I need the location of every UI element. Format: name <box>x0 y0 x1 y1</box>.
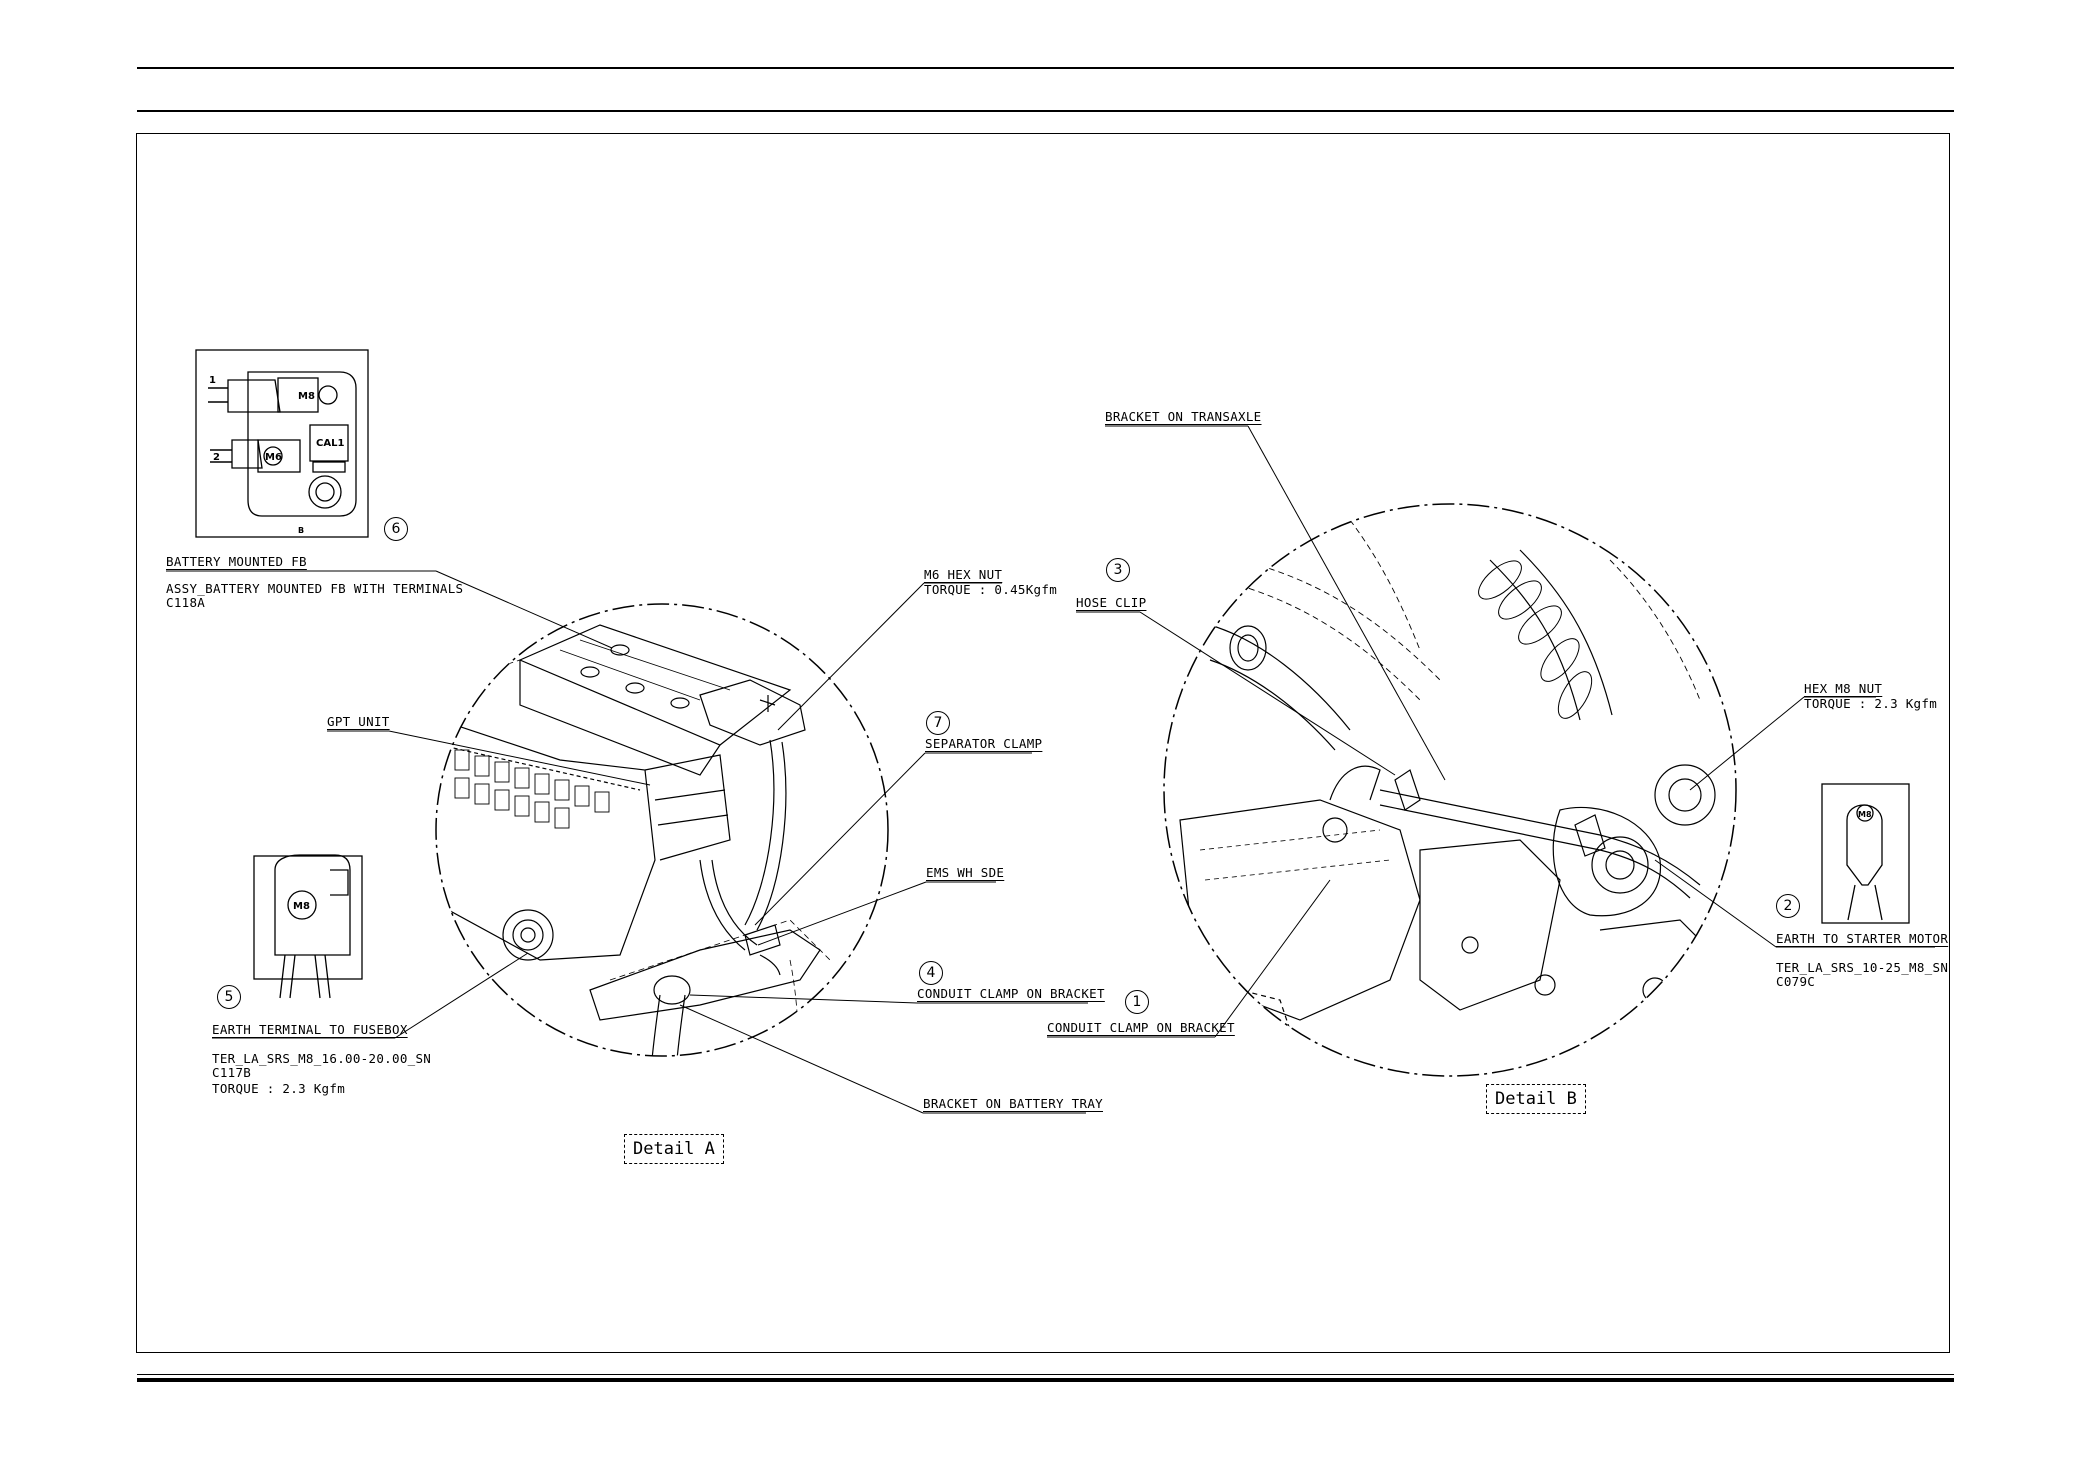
detail-b-artwork <box>1179 519 1721 1061</box>
ems-wh-label: EMS WH SDE <box>926 865 1005 880</box>
earth-fusebox-part: TER_LA_SRS_M8_16.00-20.00_SN <box>212 1051 432 1066</box>
detail-b-caption: Detail B <box>1486 1084 1586 1114</box>
leader-lines <box>166 425 1935 1114</box>
inset-earth-terminal-b <box>1821 783 1910 924</box>
bracket-tray-label: BRACKET ON BATTERY TRAY <box>923 1096 1103 1111</box>
callout-3-number: 3 <box>1106 558 1130 582</box>
fb-pin1-label: 1 <box>209 375 216 386</box>
battery-fb-code: C118A <box>166 595 206 610</box>
hex-nut-torque: TORQUE : 2.3 Kgfm <box>1804 696 1938 711</box>
earth-fusebox-code: C117B <box>212 1065 252 1080</box>
top-rule-2 <box>137 110 1954 112</box>
callout-2-number: 2 <box>1776 894 1800 918</box>
callout-1-number: 1 <box>1125 990 1149 1014</box>
conduit-clamp-b-label: CONDUIT CLAMP ON BRACKET <box>1047 1020 1235 1035</box>
battery-fb-desc: ASSY_BATTERY MOUNTED FB WITH TERMINALS <box>166 581 464 596</box>
fb-m8-label: M8 <box>298 391 315 402</box>
callout-4-number: 4 <box>919 961 943 985</box>
drawing-frame <box>136 133 1950 1353</box>
callout-7-number: 7 <box>926 711 950 735</box>
hex-nut-title: HEX M8 NUT <box>1804 681 1883 696</box>
inset-fuse-box <box>195 349 369 538</box>
bracket-transaxle-label: BRACKET ON TRANSAXLE <box>1105 409 1262 424</box>
fb-b-label: B <box>298 526 304 535</box>
detail-a-artwork <box>436 624 831 1056</box>
earth-fusebox-torque: TORQUE : 2.3 Kgfm <box>212 1081 346 1096</box>
detail-b-boundary <box>1163 503 1737 1077</box>
earth-fusebox-title: EARTH TERMINAL TO FUSEBOX <box>212 1022 408 1037</box>
fb-cal-label: CAL1 <box>316 438 344 449</box>
earth-b-m8-label: M8 <box>1858 810 1872 819</box>
battery-fb-title: BATTERY MOUNTED FB <box>166 554 307 569</box>
earth-starter-title: EARTH TO STARTER MOTOR <box>1776 931 1949 946</box>
m6-nut-torque: TORQUE : 0.45Kgfm <box>924 582 1058 597</box>
conduit-clamp-a-label: CONDUIT CLAMP ON BRACKET <box>917 986 1105 1001</box>
callout-6-number: 6 <box>384 517 408 541</box>
fb-m6-label: M6 <box>265 452 282 463</box>
bottom-rule-thin <box>137 1374 1954 1375</box>
bottom-rule-thick <box>137 1378 1954 1382</box>
m6-nut-title: M6 HEX NUT <box>924 567 1003 582</box>
callout-5-number: 5 <box>217 985 241 1009</box>
earth-starter-code: C079C <box>1776 974 1816 989</box>
hose-clip-label: HOSE CLIP <box>1076 595 1147 610</box>
gpt-unit-label: GPT UNIT <box>327 714 390 729</box>
fb-pin2-label: 2 <box>213 452 220 463</box>
detail-a-boundary <box>435 603 889 1057</box>
detail-a-caption: Detail A <box>624 1134 724 1164</box>
separator-clamp-label: SEPARATOR CLAMP <box>925 736 1043 751</box>
earth-a-m8-label: M8 <box>293 901 310 912</box>
top-rule-1 <box>137 67 1954 69</box>
inset-earth-terminal-a <box>253 854 363 999</box>
earth-starter-part: TER_LA_SRS_10-25_M8_SN <box>1776 960 1949 975</box>
